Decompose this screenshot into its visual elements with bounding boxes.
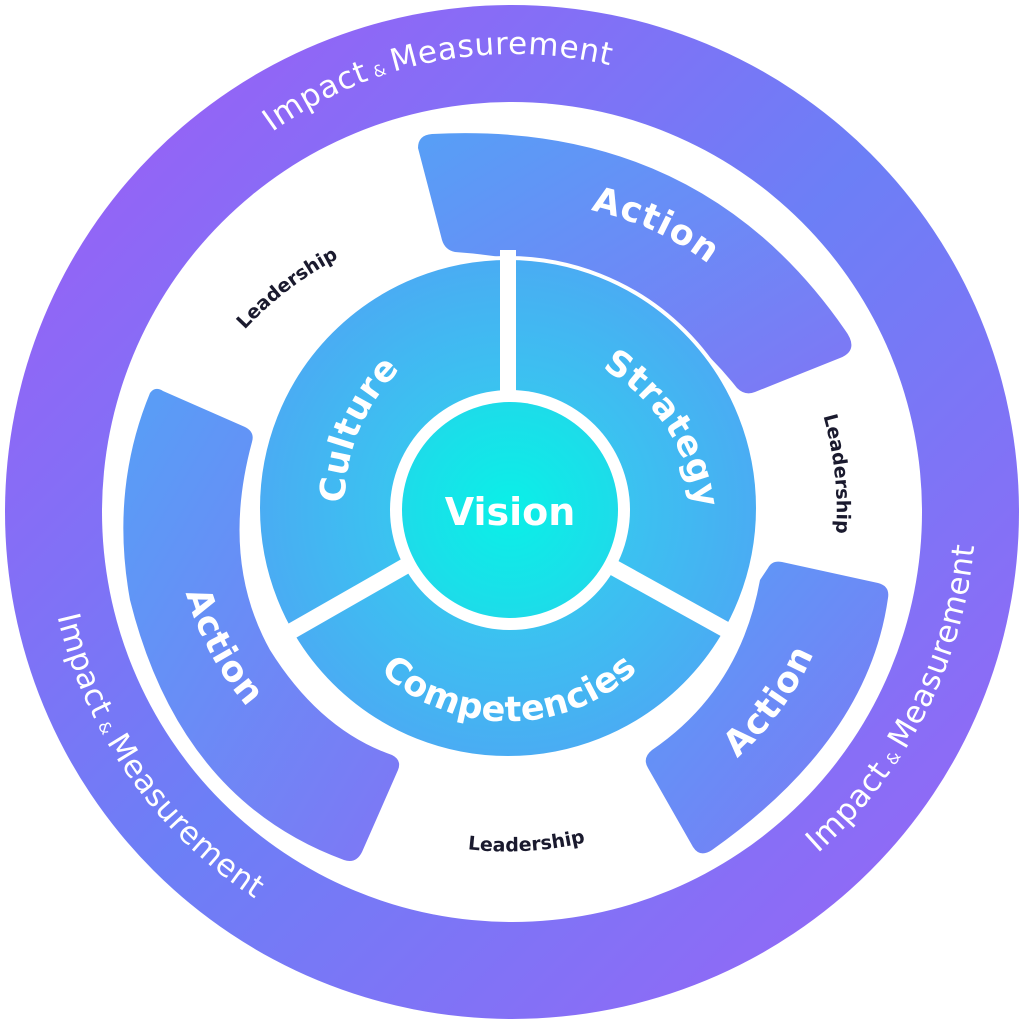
separator-competencies-culture [286, 553, 420, 639]
vision-label: Vision [445, 490, 576, 534]
action-segment-left [123, 388, 400, 861]
action-segment-bottom-right [645, 561, 889, 854]
vision-circle [402, 402, 618, 618]
middle-ring-outline [256, 256, 760, 760]
action-segment-top-right [418, 133, 852, 394]
separator-strategy-competencies [596, 553, 734, 639]
